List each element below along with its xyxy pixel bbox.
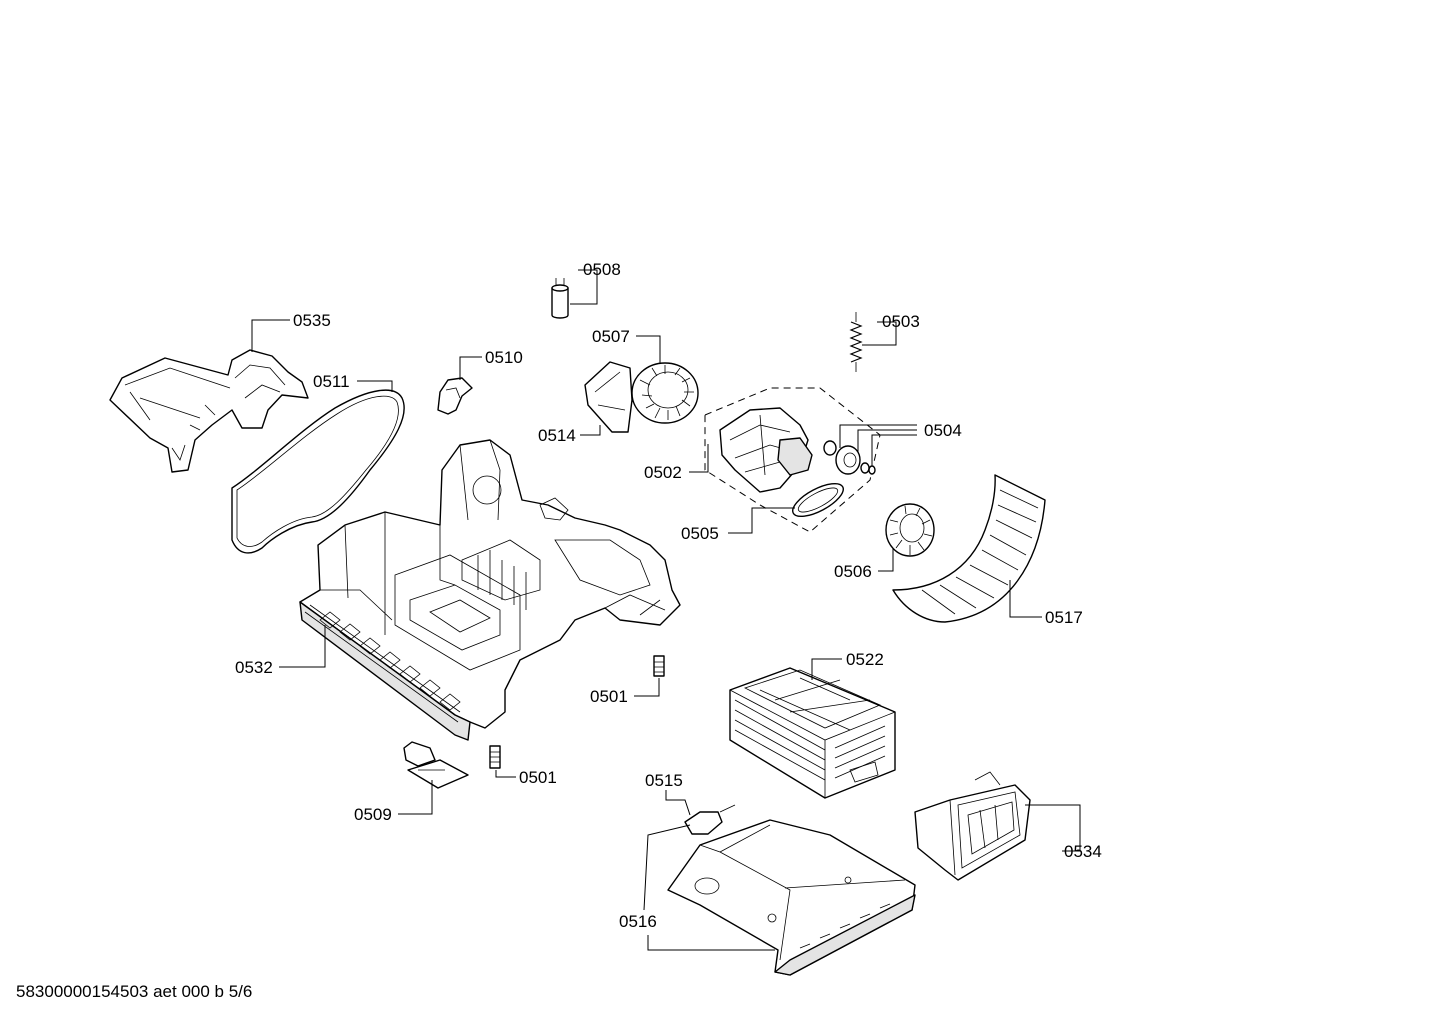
part-0501-screw-a	[653, 655, 665, 677]
drawing-reference-footer: 58300000154503 aet 000 b 5/6	[16, 982, 253, 1001]
leader-lines	[251, 269, 1081, 951]
label-0510: 0510	[485, 348, 523, 367]
part-0507-fan-wheel	[631, 362, 699, 424]
part-0522-condenser	[729, 667, 896, 799]
label-0535: 0535	[293, 311, 331, 330]
label-0501-b: 0501	[519, 768, 557, 787]
part-0510-clip	[437, 377, 473, 415]
label-0507: 0507	[592, 327, 630, 346]
part-0534-filter-housing	[914, 771, 1031, 881]
label-0509: 0509	[354, 805, 392, 824]
part-0516-base-plate	[667, 819, 916, 976]
label-0504: 0504	[924, 421, 962, 440]
part-0535-air-duct	[109, 349, 309, 473]
part-0511-belt	[231, 389, 405, 554]
label-0503: 0503	[882, 312, 920, 331]
part-0514-bracket	[584, 361, 633, 433]
label-0532: 0532	[235, 658, 273, 677]
label-0514: 0514	[538, 426, 576, 445]
part-0506-fan-wheel	[885, 503, 935, 557]
part-0532-base-frame	[299, 439, 681, 741]
part-labels: 0508 0535 0503 0507 0510 0511 0504 0514 …	[235, 260, 1102, 931]
label-0506: 0506	[834, 562, 872, 581]
part-0517-filter-screen	[892, 474, 1046, 623]
label-0516: 0516	[619, 912, 657, 931]
label-0505: 0505	[681, 524, 719, 543]
part-0501-screw-b	[489, 745, 501, 769]
label-0511: 0511	[313, 372, 350, 391]
part-0515-clip	[684, 804, 736, 835]
label-0501-a: 0501	[590, 687, 628, 706]
label-0502: 0502	[644, 463, 682, 482]
part-0502-motor	[704, 387, 881, 533]
label-0515: 0515	[645, 771, 683, 790]
part-0503-spring	[849, 312, 863, 372]
label-0517: 0517	[1045, 608, 1083, 627]
part-0509-sensor	[403, 741, 469, 789]
part-0505-belt	[792, 482, 844, 518]
part-0504-pulley	[823, 440, 876, 475]
label-0534: 0534	[1064, 842, 1102, 861]
part-0508-capacitor	[551, 278, 569, 319]
label-0508: 0508	[583, 260, 621, 279]
label-0522: 0522	[846, 650, 884, 669]
